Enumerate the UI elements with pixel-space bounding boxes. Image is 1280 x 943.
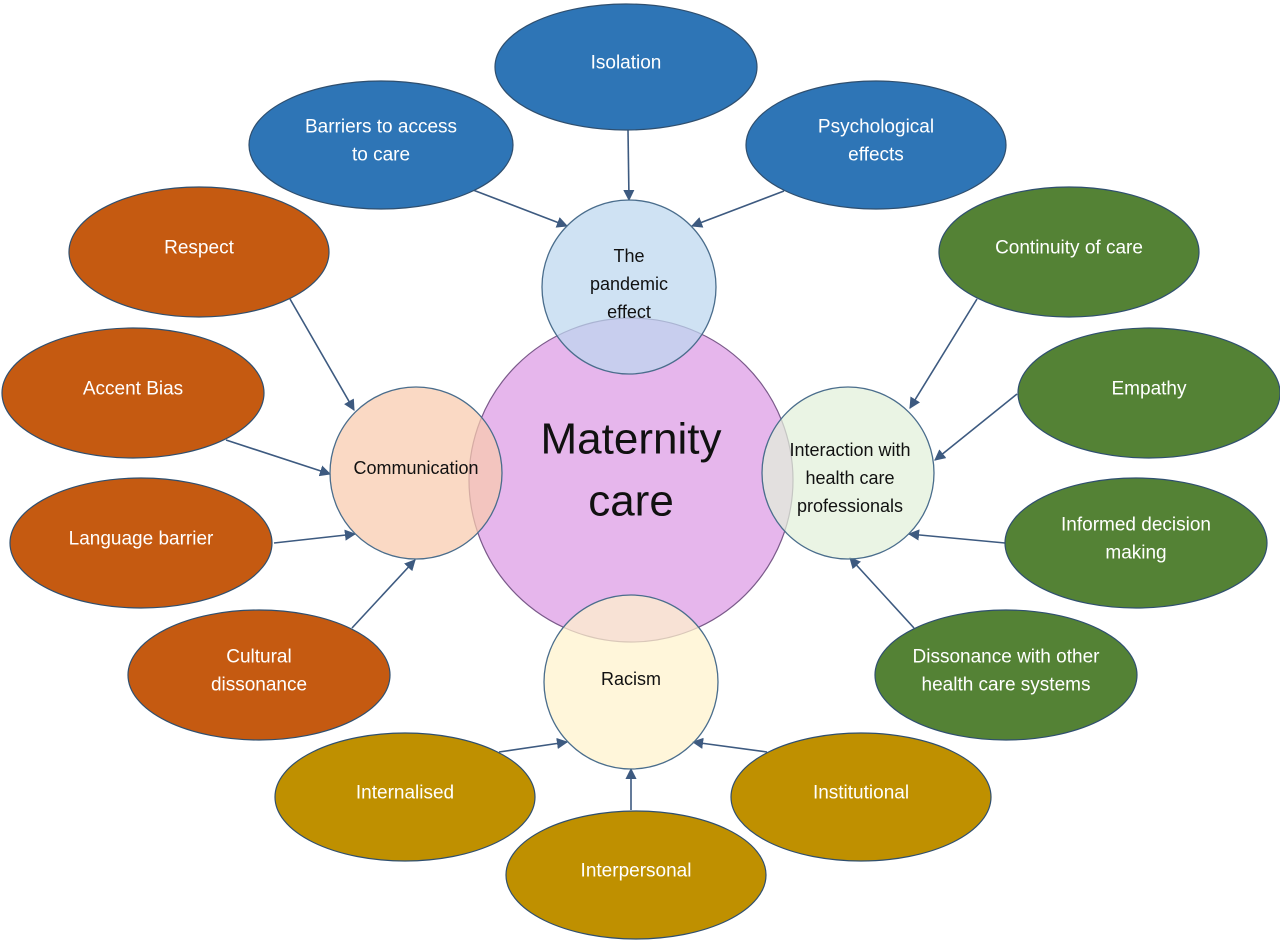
theme-communication-0-ellipse <box>68 186 330 318</box>
hub-communication-circle <box>329 386 503 560</box>
arrow-pandemic-1 <box>472 189 569 228</box>
theme-communication-3-ellipse <box>127 609 391 741</box>
hub-interaction-label-line: Interaction with <box>789 440 910 460</box>
arrow-communication-3 <box>351 559 416 629</box>
theme-interaction-2-ellipse <box>1004 477 1268 609</box>
hub-pandemic-label: The pandemic effect <box>590 246 668 322</box>
arrow-interaction-3 <box>849 557 915 629</box>
theme-racism-1-label: Interpersonal <box>581 861 692 882</box>
theme-interaction-1-label: Empathy <box>1112 379 1187 400</box>
arrow-pandemic-0 <box>623 129 635 202</box>
hub-racism-circle <box>543 594 719 770</box>
theme-pandemic-1-label: Barriers to access to care <box>305 117 457 166</box>
theme-racism-1-label-line: Interpersonal <box>581 861 692 882</box>
theme-communication-2-label: Language barrier <box>69 529 214 550</box>
hub-interaction-label: Interaction with health care professionals <box>789 440 910 516</box>
theme-communication-2-label-line: Language barrier <box>69 529 214 550</box>
theme-interaction-0-label: Continuity of care <box>995 238 1143 259</box>
arrow-interaction-0 <box>909 298 978 409</box>
theme-pandemic-1-label-line: Barriers to access <box>305 117 457 138</box>
maternity-care-label: Maternity care <box>541 415 722 526</box>
theme-racism-2-label-line: Institutional <box>813 783 909 804</box>
theme-communication-0-label: Respect <box>164 238 234 259</box>
hub-interaction-circle <box>761 386 935 560</box>
core-circles <box>329 199 935 770</box>
arrow-communication-0 <box>289 298 355 411</box>
theme-interaction-2-label-line: Informed decision <box>1061 515 1211 536</box>
theme-interaction-1-label-line: Empathy <box>1112 379 1187 400</box>
theme-communication-1-ellipse <box>1 327 265 459</box>
theme-interaction-3-label: Dissonance with other health care systems <box>913 647 1101 696</box>
theme-pandemic-2-label-line: Psychological <box>818 117 934 138</box>
theme-pandemic-0-label-line: Isolation <box>591 53 662 74</box>
theme-communication-3-label: Cultural dissonance <box>211 647 307 696</box>
theme-racism-0-label-line: Internalised <box>356 783 454 804</box>
theme-racism-0-ellipse <box>274 732 536 862</box>
theme-communication-1-label-line: Accent Bias <box>83 379 183 400</box>
theme-ellipses <box>1 3 1280 940</box>
theme-communication-3-label-line: Cultural <box>226 647 291 668</box>
hub-pandemic-label-line: effect <box>607 302 651 322</box>
theme-communication-0-label-line: Respect <box>164 238 234 259</box>
arrow-interaction-1 <box>934 393 1018 461</box>
theme-racism-0-label: Internalised <box>356 783 454 804</box>
theme-pandemic-0-ellipse <box>494 3 758 131</box>
theme-interaction-0-label-line: Continuity of care <box>995 238 1143 259</box>
theme-interaction-1-ellipse <box>1017 327 1280 459</box>
theme-racism-2-label: Institutional <box>813 783 909 804</box>
theme-communication-1-label: Accent Bias <box>83 379 183 400</box>
hub-racism-label-line: Racism <box>601 669 661 689</box>
maternity-care-label-line: Maternity <box>541 415 722 464</box>
arrow-racism-0 <box>498 737 569 753</box>
theme-pandemic-2-label-line: effects <box>848 145 904 166</box>
theme-interaction-3-label-line: health care systems <box>922 675 1091 696</box>
theme-racism-1-ellipse <box>505 810 767 940</box>
theme-pandemic-1-label-line: to care <box>352 145 410 166</box>
hub-interaction-label-line: health care <box>805 468 894 488</box>
arrow-interaction-2 <box>907 529 1006 544</box>
maternity-care-label-line: care <box>588 477 674 526</box>
hub-communication-label-line: Communication <box>353 458 478 478</box>
theme-interaction-3-label-line: Dissonance with other <box>913 647 1101 668</box>
arrow-pandemic-2 <box>690 190 785 228</box>
theme-communication-3-label-line: dissonance <box>211 675 307 696</box>
hub-interaction-label-line: professionals <box>797 496 903 516</box>
arrows <box>225 129 1018 810</box>
theme-communication-2-ellipse <box>9 477 273 609</box>
arrow-racism-2 <box>691 737 768 753</box>
theme-racism-2-ellipse <box>730 732 992 862</box>
theme-pandemic-2-label: Psychological effects <box>818 117 934 166</box>
theme-interaction-3-ellipse <box>874 609 1138 741</box>
theme-pandemic-0-label: Isolation <box>591 53 662 74</box>
hub-pandemic-circle <box>541 199 717 375</box>
hub-communication-label: Communication <box>353 458 478 478</box>
hub-pandemic-label-line: The <box>613 246 644 266</box>
hub-pandemic-label-line: pandemic <box>590 274 668 294</box>
theme-pandemic-1-ellipse <box>248 80 514 210</box>
theme-pandemic-2-ellipse <box>745 80 1007 210</box>
arrow-communication-2 <box>273 529 357 544</box>
hub-racism-label: Racism <box>601 669 661 689</box>
arrow-communication-1 <box>225 439 332 477</box>
theme-interaction-2-label: Informed decision making <box>1061 515 1211 564</box>
theme-interaction-2-label-line: making <box>1105 543 1166 564</box>
theme-interaction-0-ellipse <box>938 186 1200 318</box>
